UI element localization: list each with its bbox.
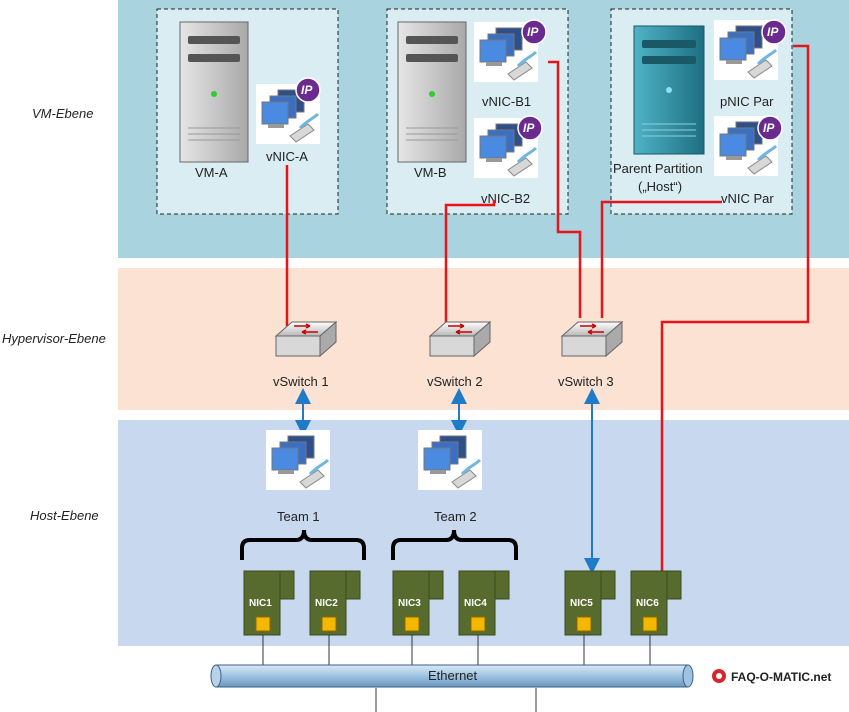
nic-5-label: NIC5	[570, 598, 593, 609]
nic-1-label: NIC1	[249, 598, 272, 609]
vm-a-server-icon	[179, 21, 249, 163]
ip-badge-text: IP	[763, 121, 775, 135]
host-level-label: Host-Ebene	[30, 508, 99, 523]
parent-partition-host-label: („Host“)	[638, 179, 682, 194]
ethernet-bus	[210, 664, 694, 688]
nic-2-label: NIC2	[315, 598, 338, 609]
vnic-b1-icon: IP	[472, 19, 547, 84]
link-pnic-par-nic6	[660, 44, 810, 576]
nic-ethernet-lines	[262, 635, 651, 712]
parent-partition-label: Parent Partition	[613, 161, 703, 176]
vswitch-2-label: vSwitch 2	[427, 374, 483, 389]
team-2-brace	[391, 529, 518, 560]
ip-badge-text: IP	[767, 25, 779, 39]
vnic-b1-label: vNIC-B1	[482, 94, 531, 109]
vnic-a-label: vNIC-A	[266, 149, 308, 164]
vnic-a-icon: IP	[254, 77, 322, 146]
brand-text: FAQ-O-MATIC.net	[731, 670, 831, 684]
ip-badge-text: IP	[523, 121, 535, 135]
parent-partition-server-icon	[633, 25, 705, 155]
virtual-links	[285, 44, 810, 576]
team-2-label: Team 2	[434, 509, 477, 524]
team-1-brace	[240, 529, 366, 560]
nic-6-label: NIC6	[636, 598, 659, 609]
link-vnic-b1-vswitch3	[548, 60, 582, 318]
nic-4-label: NIC4	[464, 598, 487, 609]
vswitch-1-label: vSwitch 1	[273, 374, 329, 389]
brand-logo-icon	[712, 669, 726, 683]
pnic-par-label: pNIC Par	[720, 94, 774, 109]
nic-3-label: NIC3	[398, 598, 421, 609]
ip-badge-text: IP	[301, 83, 313, 97]
pnic-par-icon: IP	[712, 18, 787, 82]
link-vnic-par-vswitch3	[600, 200, 722, 318]
vnic-b2-icon: IP	[472, 115, 543, 180]
ethernet-label: Ethernet	[428, 668, 478, 683]
uplink-arrows	[295, 388, 600, 574]
vm-b-server-icon	[397, 21, 467, 163]
vnic-par-icon: IP	[712, 114, 783, 178]
team-1-label: Team 1	[277, 509, 320, 524]
team-1-icon	[264, 428, 332, 492]
vm-level-label: VM-Ebene	[32, 106, 93, 121]
vnic-par-label: vNIC Par	[721, 191, 774, 206]
vm-a-label: VM-A	[195, 165, 228, 180]
link-vnic-b2-vswitch2	[444, 200, 496, 326]
vm-b-label: VM-B	[414, 165, 447, 180]
team-2-icon	[416, 428, 484, 492]
ip-badge-text: IP	[527, 25, 539, 39]
vswitch-3-label: vSwitch 3	[558, 374, 614, 389]
hypervisor-level-label: Hypervisor-Ebene	[2, 331, 106, 346]
